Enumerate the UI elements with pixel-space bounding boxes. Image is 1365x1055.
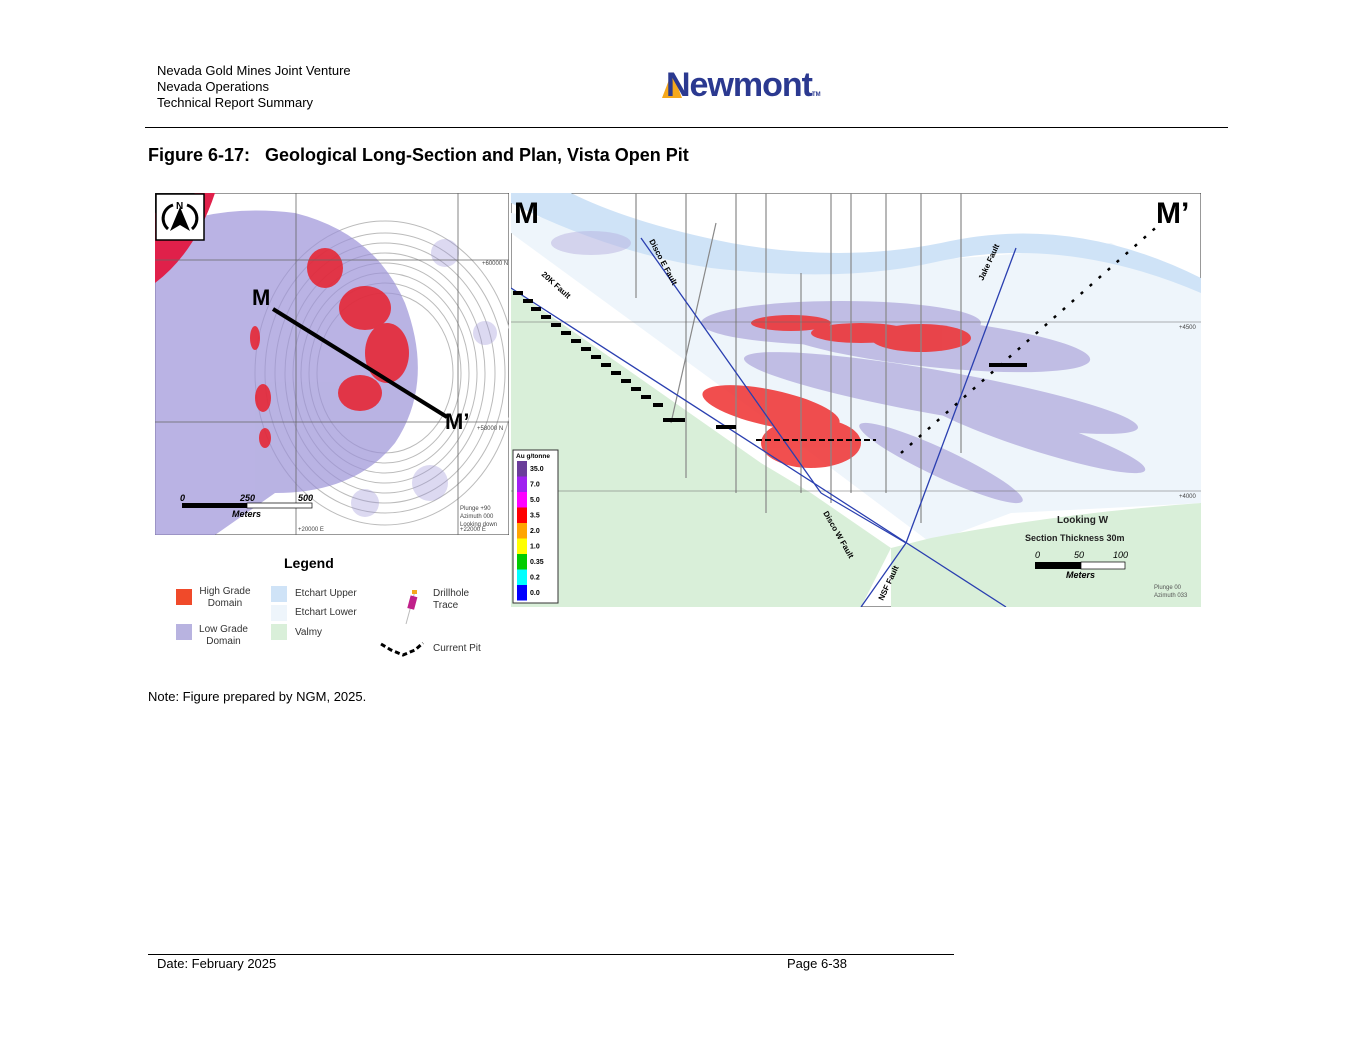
- legend-title: Legend: [284, 555, 334, 571]
- grade-value-label: 0.0: [530, 590, 540, 597]
- plan-map: M M’ +60000 N +58000 N +20000 E +22000 E…: [155, 193, 509, 535]
- elevation-label: +4500: [1179, 325, 1197, 331]
- grid-label: +22000 E: [460, 527, 486, 533]
- grade-color-swatch: [517, 585, 527, 601]
- section-view-label: Azimuth 033: [1154, 593, 1188, 599]
- figure-note: Note: Figure prepared by NGM, 2025.: [148, 689, 367, 704]
- footer-divider: [148, 954, 954, 955]
- drillhole-trace-icon: [405, 590, 418, 625]
- grade-color-swatch: [517, 492, 527, 508]
- section-label-m: M: [514, 197, 539, 230]
- grade-color-swatch: [517, 523, 527, 539]
- grade-color-swatch: [517, 461, 527, 477]
- header-line: Nevada Gold Mines Joint Venture: [157, 63, 351, 78]
- legend-label: Current Pit: [433, 643, 481, 654]
- plan-scale-bar: 0 250 500 Meters: [180, 493, 313, 519]
- grade-color-swatch: [517, 569, 527, 585]
- header-line: Nevada Operations: [157, 79, 270, 94]
- svg-text:50: 50: [1074, 550, 1084, 560]
- grade-value-label: 35.0: [530, 466, 544, 473]
- grade-color-swatch: [517, 538, 527, 554]
- grade-value-label: 2.0: [530, 528, 540, 535]
- svg-text:250: 250: [239, 493, 255, 503]
- long-section: M M’ 20K Fault Disco E Fault Jake Fault …: [511, 193, 1201, 607]
- legend-label: Valmy: [295, 627, 323, 638]
- section-view-label: Plunge 00: [1154, 585, 1182, 591]
- grid-label: +60000 N: [482, 261, 508, 267]
- grade-value-label: 7.0: [530, 482, 540, 489]
- plan-view-label: Looking down: [460, 522, 497, 528]
- grade-color-swatch: [517, 507, 527, 523]
- newmont-logo: NewmontTM: [662, 66, 821, 105]
- svg-text:Meters: Meters: [232, 509, 261, 519]
- legend-swatch-valmy: [271, 624, 287, 640]
- header-line: Technical Report Summary: [157, 95, 314, 110]
- svg-text:500: 500: [298, 493, 313, 503]
- north-arrow-icon: N: [155, 193, 205, 241]
- grade-color-swatch: [517, 476, 527, 492]
- grid-label: +20000 E: [298, 527, 324, 533]
- report-header: Nevada Gold Mines Joint Venture Nevada O…: [157, 63, 351, 111]
- legend-label: Etchart Lower: [295, 607, 357, 618]
- svg-text:Meters: Meters: [1066, 570, 1095, 580]
- figure-title: Figure 6-17: Geological Long-Section and…: [148, 145, 689, 165]
- thickness-label: Section Thickness 30m: [1025, 533, 1125, 543]
- plan-view-label: Azimuth 000: [460, 514, 494, 520]
- svg-text:0: 0: [180, 493, 185, 503]
- logo-triangle-icon: [662, 72, 682, 98]
- legend-swatch-etchart-lower: [271, 605, 287, 621]
- svg-text:0: 0: [1035, 550, 1040, 560]
- grade-legend: Au g/tonne 35.0 7.0 5.0 3.5 2.0 1.0 0.35 0.2 0.0: [512, 449, 559, 604]
- svg-text:100: 100: [1113, 550, 1128, 560]
- section-scale-bar: 0 50 100 Meters: [1035, 550, 1128, 580]
- grade-value-label: 1.0: [530, 544, 540, 551]
- legend-label: Low Grade Domain: [199, 624, 248, 647]
- grade-value-label: 0.2: [530, 575, 540, 582]
- header-divider: [145, 127, 1228, 128]
- elevation-label: +4000: [1179, 494, 1197, 500]
- current-pit-icon: [380, 641, 424, 657]
- legend-swatch-etchart-upper: [271, 586, 287, 602]
- grade-value-label: 3.5: [530, 513, 540, 520]
- legend-label: High Grade Domain: [199, 586, 251, 609]
- grid-label: +58000 N: [477, 426, 503, 432]
- legend-swatch-low-grade: [176, 624, 192, 640]
- svg-text:N: N: [176, 201, 183, 212]
- legend-label: Drillhole Trace: [433, 588, 470, 611]
- legend-swatch-high-grade: [176, 589, 192, 605]
- plan-view-label: Plunge +90: [460, 506, 491, 512]
- section-label-m-prime: M’: [1156, 197, 1189, 230]
- looking-label: Looking W: [1057, 515, 1109, 526]
- grade-color-swatch: [517, 554, 527, 570]
- grade-value-label: 5.0: [530, 497, 540, 504]
- grade-value-label: 0.35: [530, 559, 544, 566]
- legend-label: Etchart Upper: [295, 588, 357, 599]
- plan-label-m: M: [252, 285, 270, 310]
- plan-label-m-prime: M’: [445, 409, 469, 434]
- footer-page: Page 6-38: [787, 956, 847, 971]
- svg-text:Au g/tonne: Au g/tonne: [516, 453, 550, 460]
- footer-date: Date: February 2025: [157, 956, 277, 971]
